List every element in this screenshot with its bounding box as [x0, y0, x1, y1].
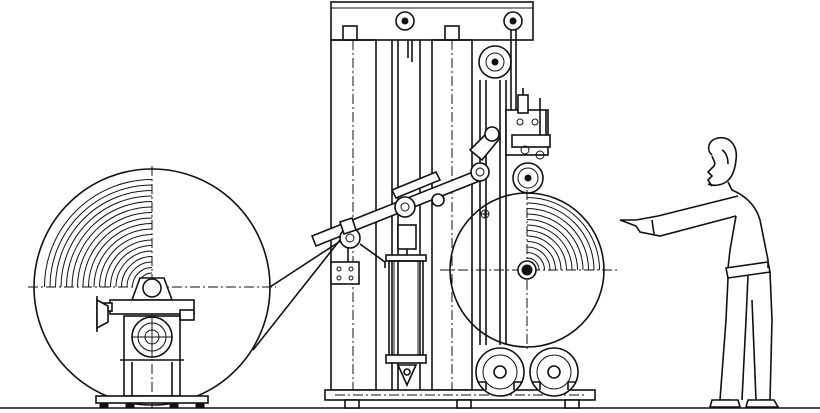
winding-ring — [526, 257, 540, 271]
winding-ring — [110, 245, 153, 288]
winding-ring — [526, 202, 595, 271]
unwind-roll-icon — [28, 166, 276, 408]
winding-ring — [88, 223, 153, 288]
winding-ring — [526, 252, 545, 271]
winding-ring — [93, 228, 153, 288]
winding-ring — [66, 201, 153, 288]
winding-ring — [526, 224, 573, 271]
winding-ring — [77, 212, 153, 288]
winding-ring — [526, 230, 567, 271]
winding-ring — [49, 184, 153, 288]
winding-ring — [82, 217, 153, 288]
winding-ring — [99, 234, 153, 288]
winding-ring — [526, 208, 589, 271]
winding-ring — [115, 250, 153, 288]
rewind-roll-icon — [440, 190, 620, 350]
winding-ring — [526, 241, 556, 271]
dancer-arm-icon — [310, 126, 502, 268]
winding-ring — [526, 213, 584, 271]
winding-ring — [60, 195, 153, 288]
winding-ring — [104, 239, 153, 288]
winding-ring — [126, 261, 153, 288]
winding-ring — [55, 190, 153, 288]
winding-ring — [526, 246, 551, 271]
winding-ring — [132, 267, 153, 288]
winding-ring — [526, 235, 562, 271]
winding-ring — [71, 206, 153, 288]
winding-ring — [44, 179, 153, 288]
operator-icon — [619, 136, 780, 408]
winding-ring — [526, 197, 600, 271]
winder-frame-icon — [324, 1, 596, 409]
cutter-unit-icon — [505, 88, 551, 194]
web-path — [252, 239, 343, 351]
support-drum-icon — [475, 347, 579, 397]
unwind-stand-icon — [95, 277, 209, 409]
pneumatic-cylinder-icon — [385, 224, 427, 387]
winding-ring — [121, 256, 153, 288]
winding-ring — [526, 219, 578, 271]
